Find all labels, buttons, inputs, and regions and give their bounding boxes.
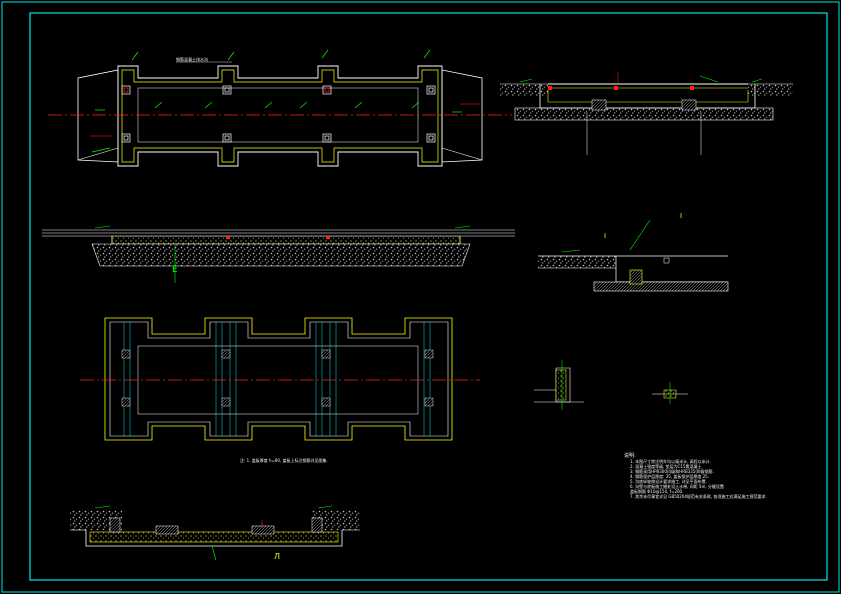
note-line: 盖板钢筋 Φ10@150, f=200. [630, 489, 684, 494]
note-line: 7. 其余未尽事宜详见 GB50204规范有关条款, 各项施工应满足施工规范要求… [630, 494, 767, 499]
notes-title: 说明: [624, 453, 636, 459]
note-line: 1. 本图尺寸除注明外均以毫米计, 高程以米计. [630, 459, 711, 464]
detail-mark-2: Ⅰ [604, 232, 607, 240]
note-line: 6. 沟壁与底板施工缝处设止水带, 间距 5m, 分缝设置. [630, 484, 726, 489]
note-line: 4. 钢筋保护层厚度: 35, 盖板保护层厚度 25. [630, 474, 709, 479]
detail-mark-1: Ⅰ [680, 212, 683, 220]
top-plan-view [48, 49, 512, 167]
notes-block: 说明: 1. 本图尺寸除注明外均以毫米计, 高程以米计. 2. 混凝土强度等级,… [624, 453, 767, 500]
plan-pits [121, 85, 436, 143]
joint-details [534, 360, 688, 410]
dimension-mark: E [172, 265, 178, 275]
section-mark: Л [274, 552, 281, 561]
plan-left-wing [77, 69, 119, 163]
plan-flow-arrows [91, 49, 462, 153]
long-section [42, 225, 515, 283]
plan-outline-inner [121, 69, 439, 163]
plan-right-wing [441, 69, 483, 163]
plan-top-label: 钢筋混凝土排水沟 [176, 57, 208, 62]
plan-bottom-caption: 注: 1. 盖板厚度 h=80, 盖板上标注钢筋详见图集. [240, 458, 328, 463]
note-line: 5. 沟底纵坡按设计要求施工, 详见平面布置. [630, 479, 707, 484]
bottom-section [70, 505, 360, 561]
plan-outline-outer [117, 65, 443, 167]
note-line: 2. 混凝土强度等级, 垫层为C15素混凝土. [630, 464, 703, 469]
reinforcement-plan [80, 317, 480, 441]
inner-frame [29, 12, 828, 581]
right-mid-detail [538, 219, 729, 292]
top-right-section [500, 72, 793, 155]
note-line: 3. 钢筋采用HPB300(Ⅰ)级和HRB335(Ⅱ)级钢筋. [630, 469, 714, 474]
